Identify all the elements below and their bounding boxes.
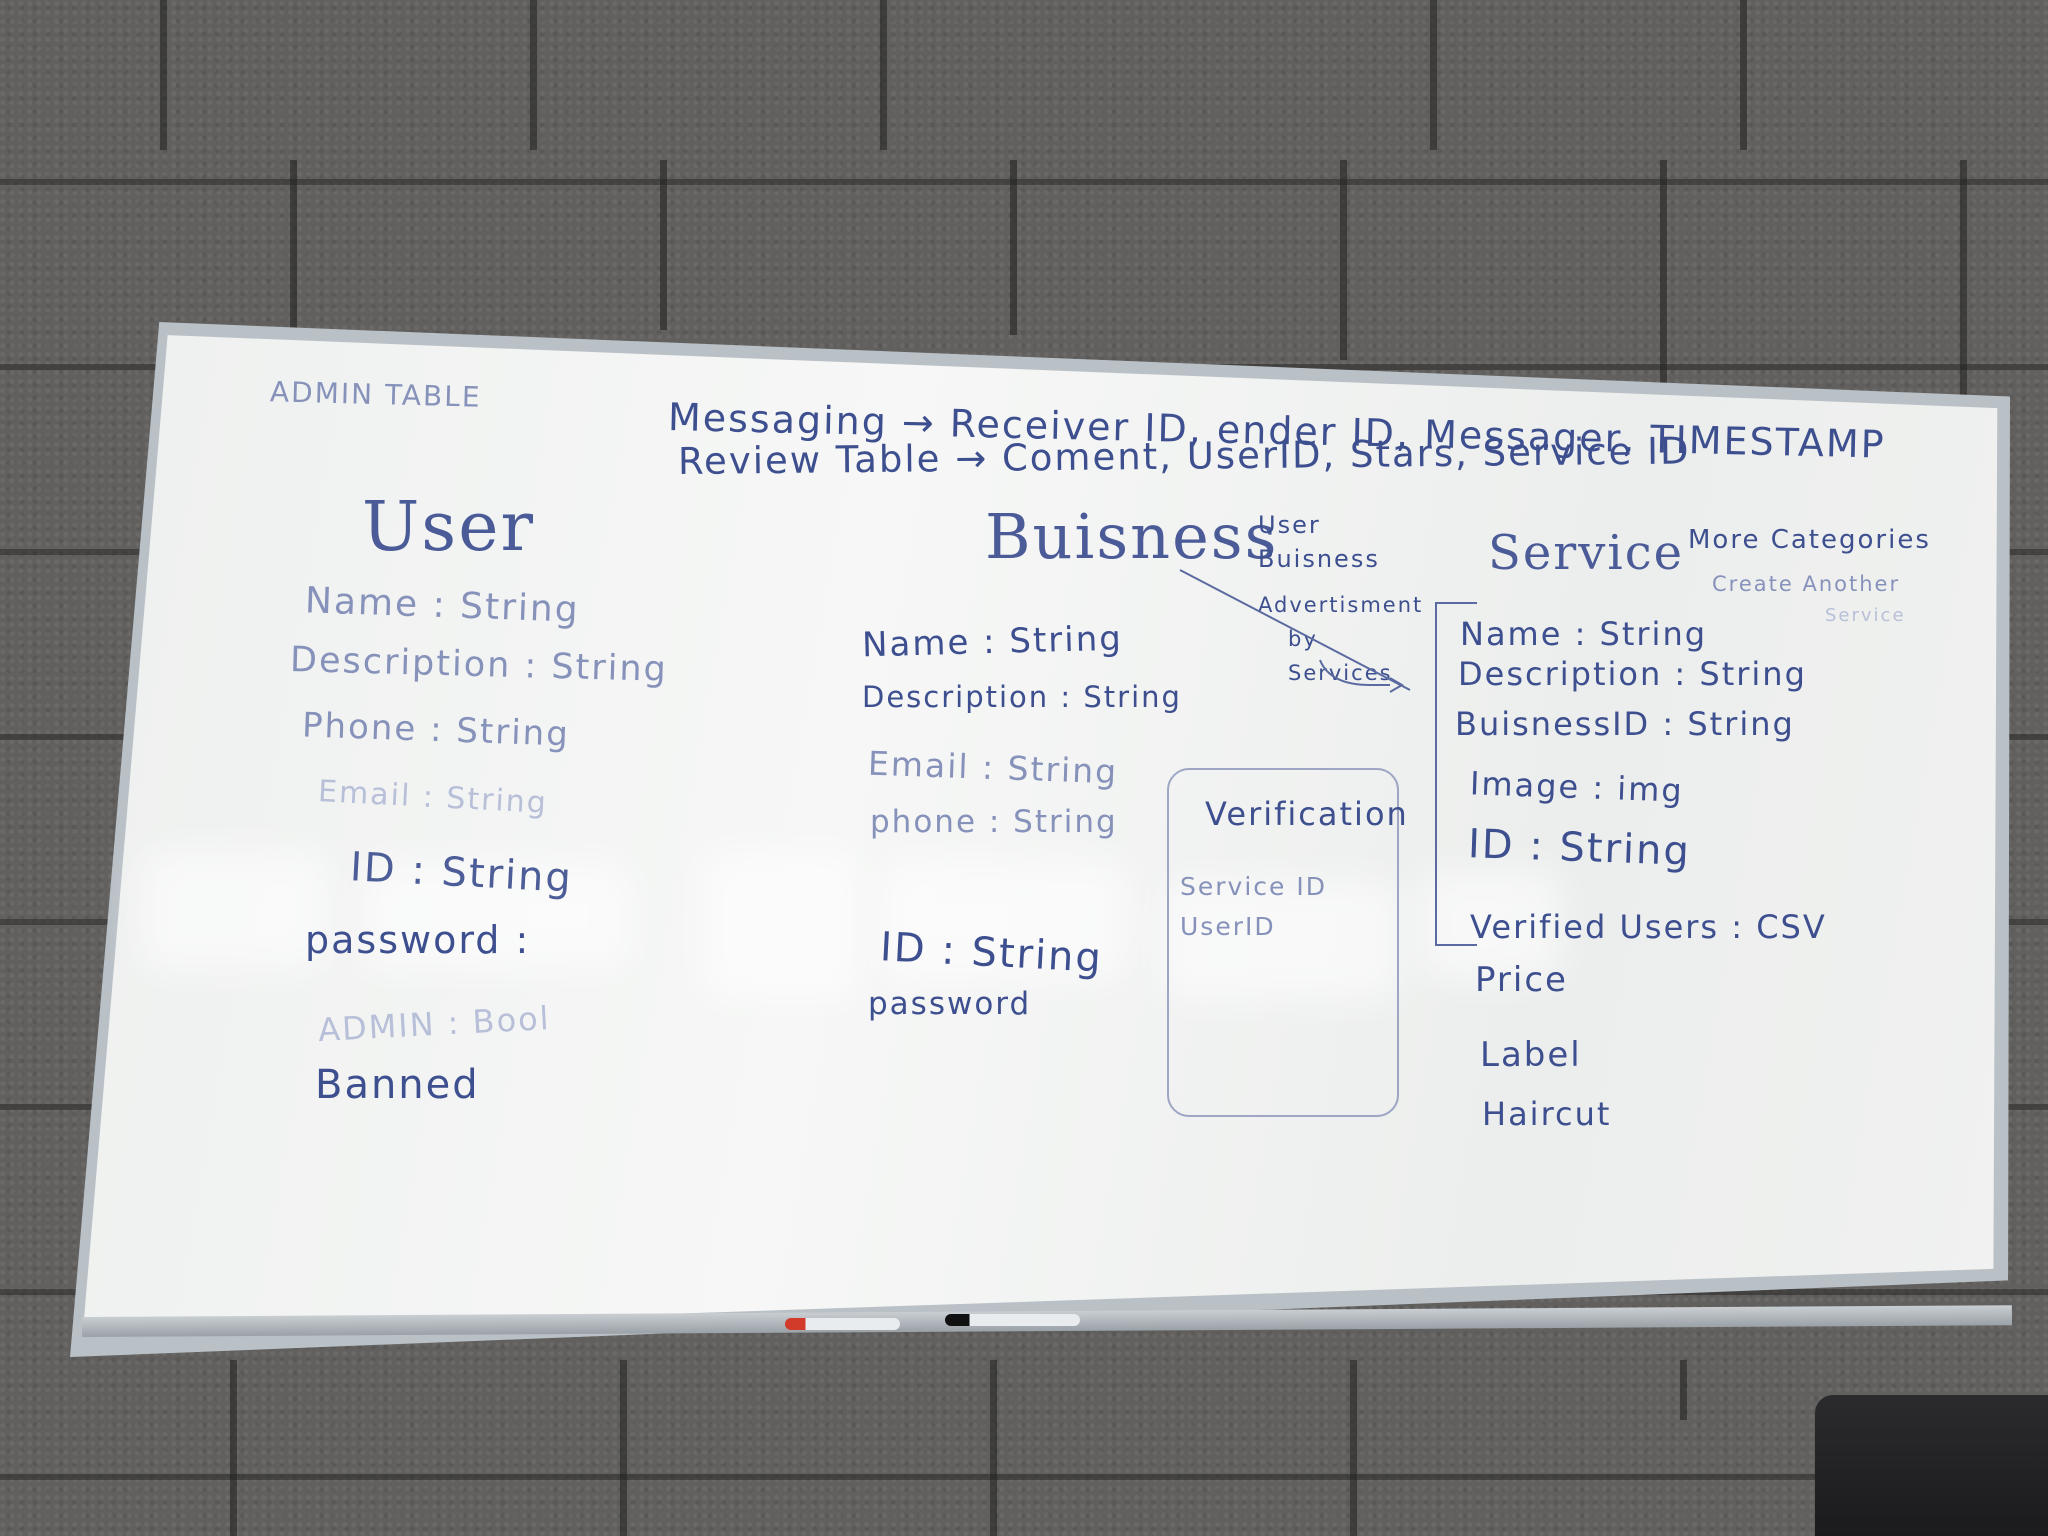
- service-field-description: Description : String: [1458, 655, 1807, 693]
- black-marker: [945, 1314, 1080, 1326]
- relation-arrow: [1179, 569, 1411, 693]
- mortar-joint: [290, 160, 297, 330]
- faded-heading: ADMIN TABLE: [269, 375, 482, 414]
- service-field-verified-users: Verified Users : CSV: [1470, 908, 1827, 946]
- mortar-joint: [880, 0, 887, 150]
- mortar-joint: [1340, 160, 1347, 360]
- light-reflection: [880, 860, 1130, 980]
- service-note-line: Service: [1825, 605, 1906, 626]
- business-field-phone: phone : String: [870, 804, 1118, 840]
- service-field-haircut: Haircut: [1482, 1095, 1612, 1133]
- business-title: Buisness: [985, 500, 1279, 573]
- service-note-line: More Categories: [1688, 525, 1931, 555]
- verification-title: Verification: [1205, 795, 1409, 833]
- relation-note-2: Advertisment by Services: [1258, 588, 1424, 690]
- whiteboard: [82, 335, 1998, 1334]
- mortar-joint: [1660, 160, 1667, 390]
- light-reflection: [700, 850, 860, 1000]
- service-field-price: Price: [1475, 960, 1568, 1000]
- light-reflection: [1160, 880, 1400, 1000]
- business-field-name: Name : String: [861, 618, 1124, 666]
- business-field-password: password: [868, 986, 1032, 1022]
- chair-back: [1815, 1395, 2048, 1536]
- service-title: Service: [1488, 525, 1684, 581]
- service-note-line: Create Another: [1712, 572, 1901, 596]
- verification-field-user-id: UserID: [1180, 912, 1276, 941]
- mortar-joint: [530, 0, 537, 150]
- user-field-password: password :: [305, 918, 531, 962]
- mortar-joint: [1680, 1360, 1687, 1420]
- verification-box: [1167, 768, 1399, 1117]
- verification-field-service-id: Service ID: [1180, 872, 1327, 901]
- mortar-joint: [990, 1360, 997, 1536]
- light-reflection: [360, 860, 630, 970]
- user-field-banned: Banned: [315, 1062, 480, 1108]
- service-field-business-id: BuisnessID : String: [1455, 705, 1795, 743]
- mortar-joint: [1430, 0, 1437, 150]
- relation-note: User Buisness: [1258, 508, 1418, 576]
- red-marker: [785, 1318, 900, 1330]
- mortar-joint: [660, 160, 667, 330]
- service-bracket: [1435, 602, 1477, 946]
- relation-note-line: User: [1258, 511, 1321, 539]
- mortar-joint: [1010, 160, 1017, 335]
- relation-note-line: by Services: [1288, 627, 1393, 685]
- service-field-name: Name : String: [1460, 615, 1708, 653]
- mortar-joint: [620, 1360, 627, 1536]
- mortar-joint: [1960, 160, 1967, 420]
- mortar-joint: [230, 1360, 237, 1536]
- business-field-description: Description : String: [862, 680, 1182, 714]
- user-title: User: [362, 488, 535, 567]
- service-field-label: Label: [1480, 1035, 1582, 1075]
- mortar-joint: [1350, 1360, 1357, 1536]
- light-reflection: [1420, 870, 1560, 980]
- mortar-joint: [160, 0, 167, 150]
- light-reflection: [140, 850, 330, 970]
- service-field-id: ID : String: [1467, 821, 1692, 875]
- mortar-joint: [1740, 0, 1747, 150]
- service-field-image: Image : img: [1469, 764, 1685, 810]
- relation-note-line: Buisness: [1258, 545, 1380, 573]
- relation-note-line: Advertisment: [1258, 593, 1424, 617]
